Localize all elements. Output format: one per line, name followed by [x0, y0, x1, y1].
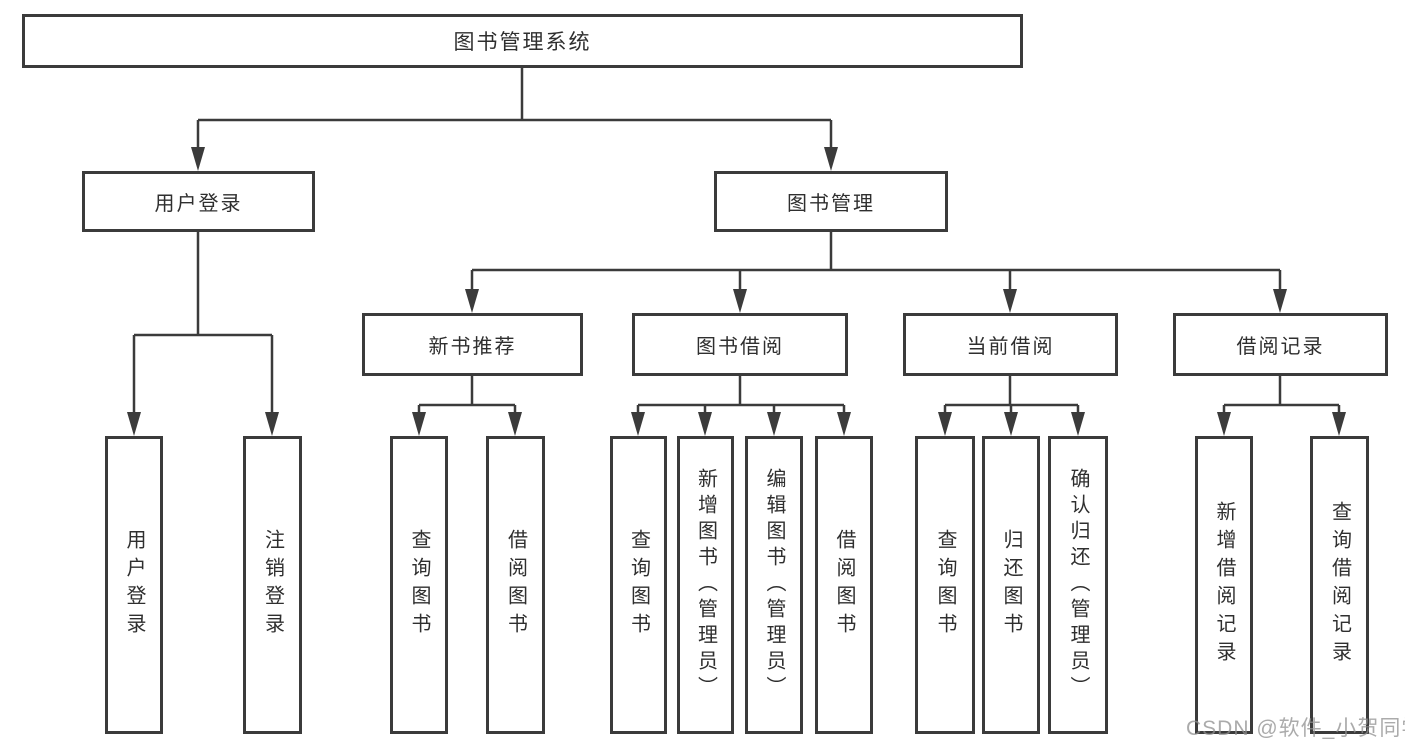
connector-borrow-record-to-leaves — [1217, 376, 1346, 436]
watermark-text: CSDN @软件_小贺同学 — [1186, 717, 1405, 740]
leaf-add-borrow-record: 新增借阅记录 — [1195, 436, 1253, 734]
connector-book-mgmt-to-level3 — [465, 232, 1287, 313]
node-user-login: 用户登录 — [82, 171, 315, 232]
leaf-query-books-recommend: 查询图书 — [390, 436, 448, 734]
leaf-user-login: 用户登录 — [105, 436, 163, 734]
leaf-edit-book-admin: 编辑图书（管理员） — [745, 436, 803, 734]
leaf-add-book-admin: 新增图书（管理员） — [677, 436, 734, 734]
leaf-query-books-borrow: 查询图书 — [610, 436, 667, 734]
node-new-book-recommend: 新书推荐 — [362, 313, 583, 376]
connector-user-login-to-leaves — [127, 232, 279, 436]
leaf-borrow-books: 借阅图书 — [815, 436, 873, 734]
node-book-borrow: 图书借阅 — [632, 313, 848, 376]
leaf-query-books-current: 查询图书 — [915, 436, 975, 734]
node-current-borrow: 当前借阅 — [903, 313, 1118, 376]
leaf-confirm-return-admin: 确认归还（管理员） — [1048, 436, 1108, 734]
leaf-query-borrow-record: 查询借阅记录 — [1310, 436, 1369, 734]
connector-new-book-to-leaves — [412, 376, 522, 436]
leaf-logout: 注销登录 — [243, 436, 302, 734]
connector-current-borrow-to-leaves — [938, 376, 1085, 436]
leaf-borrow-books-recommend: 借阅图书 — [486, 436, 545, 734]
connector-book-borrow-to-leaves — [631, 376, 851, 436]
connector-root-to-level2 — [191, 68, 838, 171]
leaf-return-book: 归还图书 — [982, 436, 1040, 734]
node-root-library-system: 图书管理系统 — [22, 14, 1023, 68]
node-borrow-record: 借阅记录 — [1173, 313, 1388, 376]
node-book-management: 图书管理 — [714, 171, 948, 232]
